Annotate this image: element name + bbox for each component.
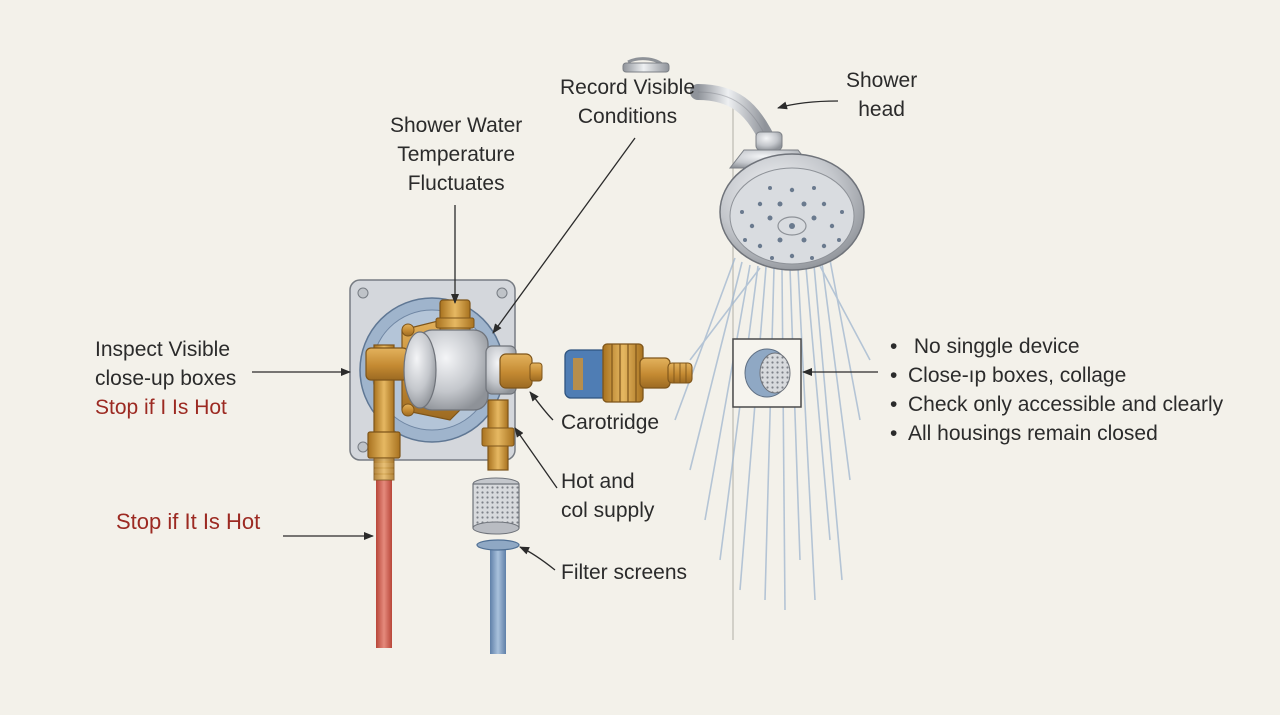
label-line: col supply <box>561 499 655 522</box>
water-spray <box>674 257 871 611</box>
label-line: close-up boxes <box>95 367 237 390</box>
label-line: Conditions <box>577 105 678 128</box>
label-line: Filter screens <box>561 561 688 584</box>
arrow-record-visible <box>492 137 636 334</box>
list-item: All housings remain closed <box>890 419 1223 448</box>
arrow-hot-cold <box>514 427 558 489</box>
aerator-box <box>732 338 802 408</box>
bullet-list: No singgle device Close-ıp boxes, collag… <box>890 332 1223 448</box>
valve-body <box>349 279 543 481</box>
list-item: Close-ıp boxes, collage <box>890 361 1223 390</box>
filter-screen <box>472 477 520 551</box>
label-record-visible: Record Visible Conditions <box>560 73 695 131</box>
list-item: Check only accessible and clearly <box>890 390 1223 419</box>
hot-supply-pipe <box>376 480 392 648</box>
label-line: Temperature <box>397 143 516 166</box>
label-line: Shower <box>846 69 918 92</box>
shower-head <box>622 57 865 271</box>
cold-supply-pipe <box>490 548 506 654</box>
label-line: Fluctuates <box>407 172 505 195</box>
label-cartridge: Carotridge <box>561 408 659 437</box>
arrow-filter <box>519 546 556 571</box>
label-shower-head: Shower head <box>846 66 917 124</box>
label-line: Hot and <box>561 470 635 493</box>
label-inspect-warning: Stop if I Is Hot <box>95 396 227 419</box>
label-temperature: Shower Water Temperature Fluctuates <box>390 111 522 198</box>
label-inspect: Inspect Visible close-up boxes Stop if I… <box>95 335 236 422</box>
label-stop-hot: Stop if It Is Hot <box>116 507 260 536</box>
arrow-shower-head <box>777 100 839 110</box>
label-hot-cold: Hot and col supply <box>561 467 654 525</box>
label-filter: Filter screens <box>561 558 687 587</box>
label-line: Record Visible <box>560 76 696 99</box>
list-item: No singgle device <box>890 332 1223 361</box>
label-line: Carotridge <box>561 411 660 434</box>
label-line: Inspect Visible <box>95 338 231 361</box>
label-line: Shower Water <box>390 114 523 137</box>
label-line: head <box>858 98 905 121</box>
arrow-cartridge <box>529 391 554 421</box>
label-line: Stop if It Is Hot <box>116 509 261 534</box>
cartridge <box>564 343 693 403</box>
